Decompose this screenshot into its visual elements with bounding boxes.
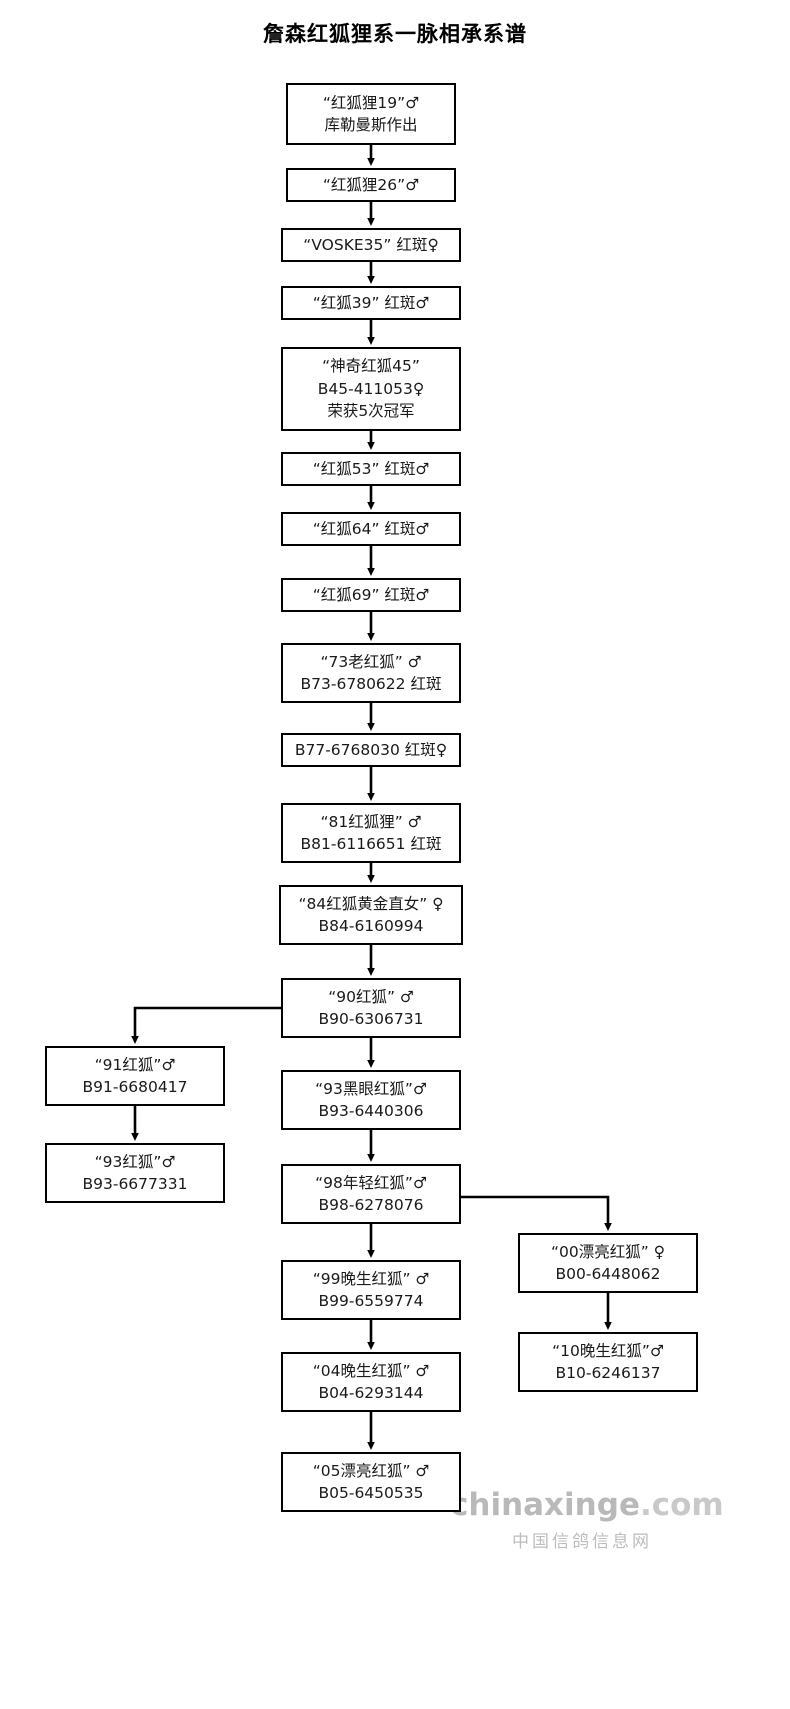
node-line: “93红狐”♂ <box>94 1152 176 1171</box>
node-line: 库勒曼斯作出 <box>324 116 418 134</box>
node-line: B84-6160994 <box>318 917 424 935</box>
node-red-fox-19[interactable]: “红狐狸19”♂ 库勒曼斯作出 <box>286 83 456 145</box>
node-line: B10-6246137 <box>555 1364 661 1382</box>
node-line: “红狐69” 红斑♂ <box>312 585 430 604</box>
node-red-fox-93[interactable]: “93红狐”♂ B93-6677331 <box>45 1143 225 1203</box>
node-line: “04晚生红狐” ♂ <box>312 1361 430 1380</box>
node-line: B90-6306731 <box>318 1010 424 1028</box>
node-red-fox-39[interactable]: “红狐39” 红斑♂ <box>281 286 461 320</box>
node-line: “神奇红狐45” <box>322 357 420 376</box>
node-line: B04-6293144 <box>318 1384 424 1402</box>
node-late-born-red-fox-10[interactable]: “10晚生红狐”♂ B10-6246137 <box>518 1332 698 1392</box>
node-beautiful-red-fox-05[interactable]: “05漂亮红狐” ♂ B05-6450535 <box>281 1452 461 1512</box>
node-young-red-fox-98[interactable]: “98年轻红狐”♂ B98-6278076 <box>281 1164 461 1224</box>
page-title: 詹森红狐狸系一脉相承系谱 <box>263 22 527 46</box>
node-old-red-fox-73[interactable]: “73老红狐” ♂ B73-6780622 红斑 <box>281 643 461 703</box>
node-line: “VOSKE35” 红斑♀ <box>303 235 439 254</box>
node-line: “05漂亮红狐” ♂ <box>312 1461 430 1480</box>
node-line: B05-6450535 <box>318 1484 424 1502</box>
node-magic-red-fox-45[interactable]: “神奇红狐45” B45-411053♀ 荣获5次冠军 <box>281 347 461 431</box>
node-line: B91-6680417 <box>82 1078 188 1096</box>
node-line: “91红狐”♂ <box>94 1055 176 1074</box>
node-line: B93-6440306 <box>318 1102 424 1120</box>
node-line: B93-6677331 <box>82 1175 188 1193</box>
node-red-fox-64[interactable]: “红狐64” 红斑♂ <box>281 512 461 546</box>
node-line: “99晚生红狐” ♂ <box>312 1269 430 1288</box>
node-red-fox-81[interactable]: “81红狐狸” ♂ B81-6116651 红斑 <box>281 803 461 863</box>
node-b77-6768030[interactable]: B77-6768030 红斑♀ <box>281 733 461 767</box>
node-line: B99-6559774 <box>318 1292 424 1310</box>
node-red-fox-69[interactable]: “红狐69” 红斑♂ <box>281 578 461 612</box>
node-line: “73老红狐” ♂ <box>320 652 422 671</box>
watermark-site: chinaxinge.com <box>450 1487 724 1523</box>
watermark-site-suffix: .com <box>639 1487 724 1523</box>
node-line: “红狐狸26”♂ <box>322 175 420 194</box>
node-line: B98-6278076 <box>318 1196 424 1214</box>
node-line: “90红狐” ♂ <box>328 987 414 1006</box>
node-line: “红狐狸19”♂ <box>322 93 420 112</box>
node-voske35[interactable]: “VOSKE35” 红斑♀ <box>281 228 461 262</box>
node-line: B81-6116651 红斑 <box>300 835 442 853</box>
node-red-fox-84-golden-daughter[interactable]: “84红狐黄金直女” ♀ B84-6160994 <box>279 885 463 945</box>
node-line: “红狐39” 红斑♂ <box>312 293 430 312</box>
node-late-born-red-fox-99[interactable]: “99晚生红狐” ♂ B99-6559774 <box>281 1260 461 1320</box>
watermark-site-name: chinaxinge <box>450 1487 640 1523</box>
node-red-fox-53[interactable]: “红狐53” 红斑♂ <box>281 452 461 486</box>
node-line: “10晚生红狐”♂ <box>552 1341 664 1360</box>
node-line: “红狐53” 红斑♂ <box>312 459 430 478</box>
node-beautiful-red-fox-00[interactable]: “00漂亮红狐” ♀ B00-6448062 <box>518 1233 698 1293</box>
node-line: “红狐64” 红斑♂ <box>312 519 430 538</box>
watermark-subtitle: 中国信鸽信息网 <box>512 1532 652 1552</box>
node-red-fox-91[interactable]: “91红狐”♂ B91-6680417 <box>45 1046 225 1106</box>
node-line: B77-6768030 红斑♀ <box>294 740 448 759</box>
node-line: “81红狐狸” ♂ <box>320 812 422 831</box>
node-line: B00-6448062 <box>555 1265 661 1283</box>
node-line: “00漂亮红狐” ♀ <box>550 1242 666 1261</box>
node-line: “98年轻红狐”♂ <box>315 1173 427 1192</box>
node-line: “93黑眼红狐”♂ <box>315 1079 427 1098</box>
node-line: B45-411053♀ <box>317 379 425 398</box>
node-late-born-red-fox-04[interactable]: “04晚生红狐” ♂ B04-6293144 <box>281 1352 461 1412</box>
node-line: “84红狐黄金直女” ♀ <box>298 894 444 913</box>
node-line: B73-6780622 红斑 <box>300 675 442 693</box>
node-line: 荣获5次冠军 <box>327 402 415 421</box>
node-black-eye-red-fox-93[interactable]: “93黑眼红狐”♂ B93-6440306 <box>281 1070 461 1130</box>
node-red-fox-26[interactable]: “红狐狸26”♂ <box>286 168 456 202</box>
node-red-fox-90[interactable]: “90红狐” ♂ B90-6306731 <box>281 978 461 1038</box>
